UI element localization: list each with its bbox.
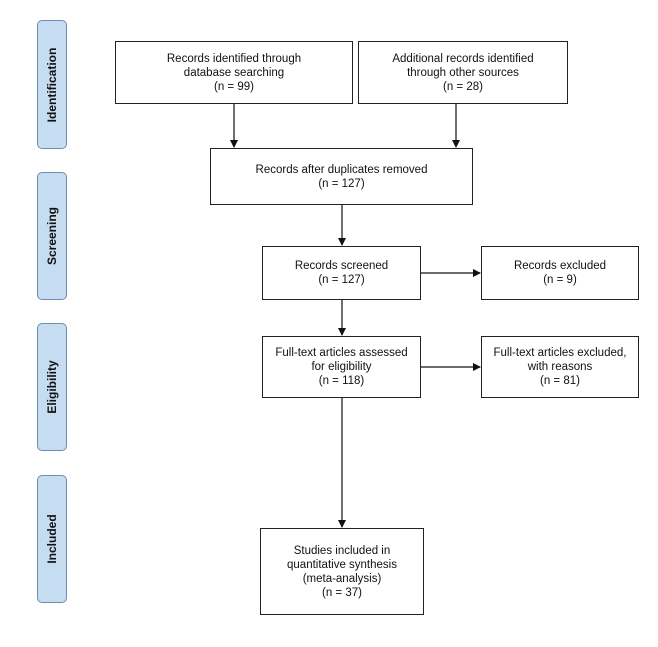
box-studies-included: Studies included in quantitative synthes… bbox=[260, 528, 424, 615]
box-fulltext-assessed: Full-text articles assessed for eligibil… bbox=[262, 336, 421, 398]
box-other-sources: Additional records identified through ot… bbox=[358, 41, 568, 104]
box-records-excluded: Records excluded (n = 9) bbox=[481, 246, 639, 300]
stage-identification: Identification bbox=[37, 20, 67, 149]
stage-eligibility: Eligibility bbox=[37, 323, 67, 451]
stage-screening: Screening bbox=[37, 172, 67, 300]
stage-included: Included bbox=[37, 475, 67, 603]
box-fulltext-excluded: Full-text articles excluded, with reason… bbox=[481, 336, 639, 398]
box-records-screened: Records screened (n = 127) bbox=[262, 246, 421, 300]
box-after-duplicates: Records after duplicates removed (n = 12… bbox=[210, 148, 473, 205]
box-database-records: Records identified through database sear… bbox=[115, 41, 353, 104]
